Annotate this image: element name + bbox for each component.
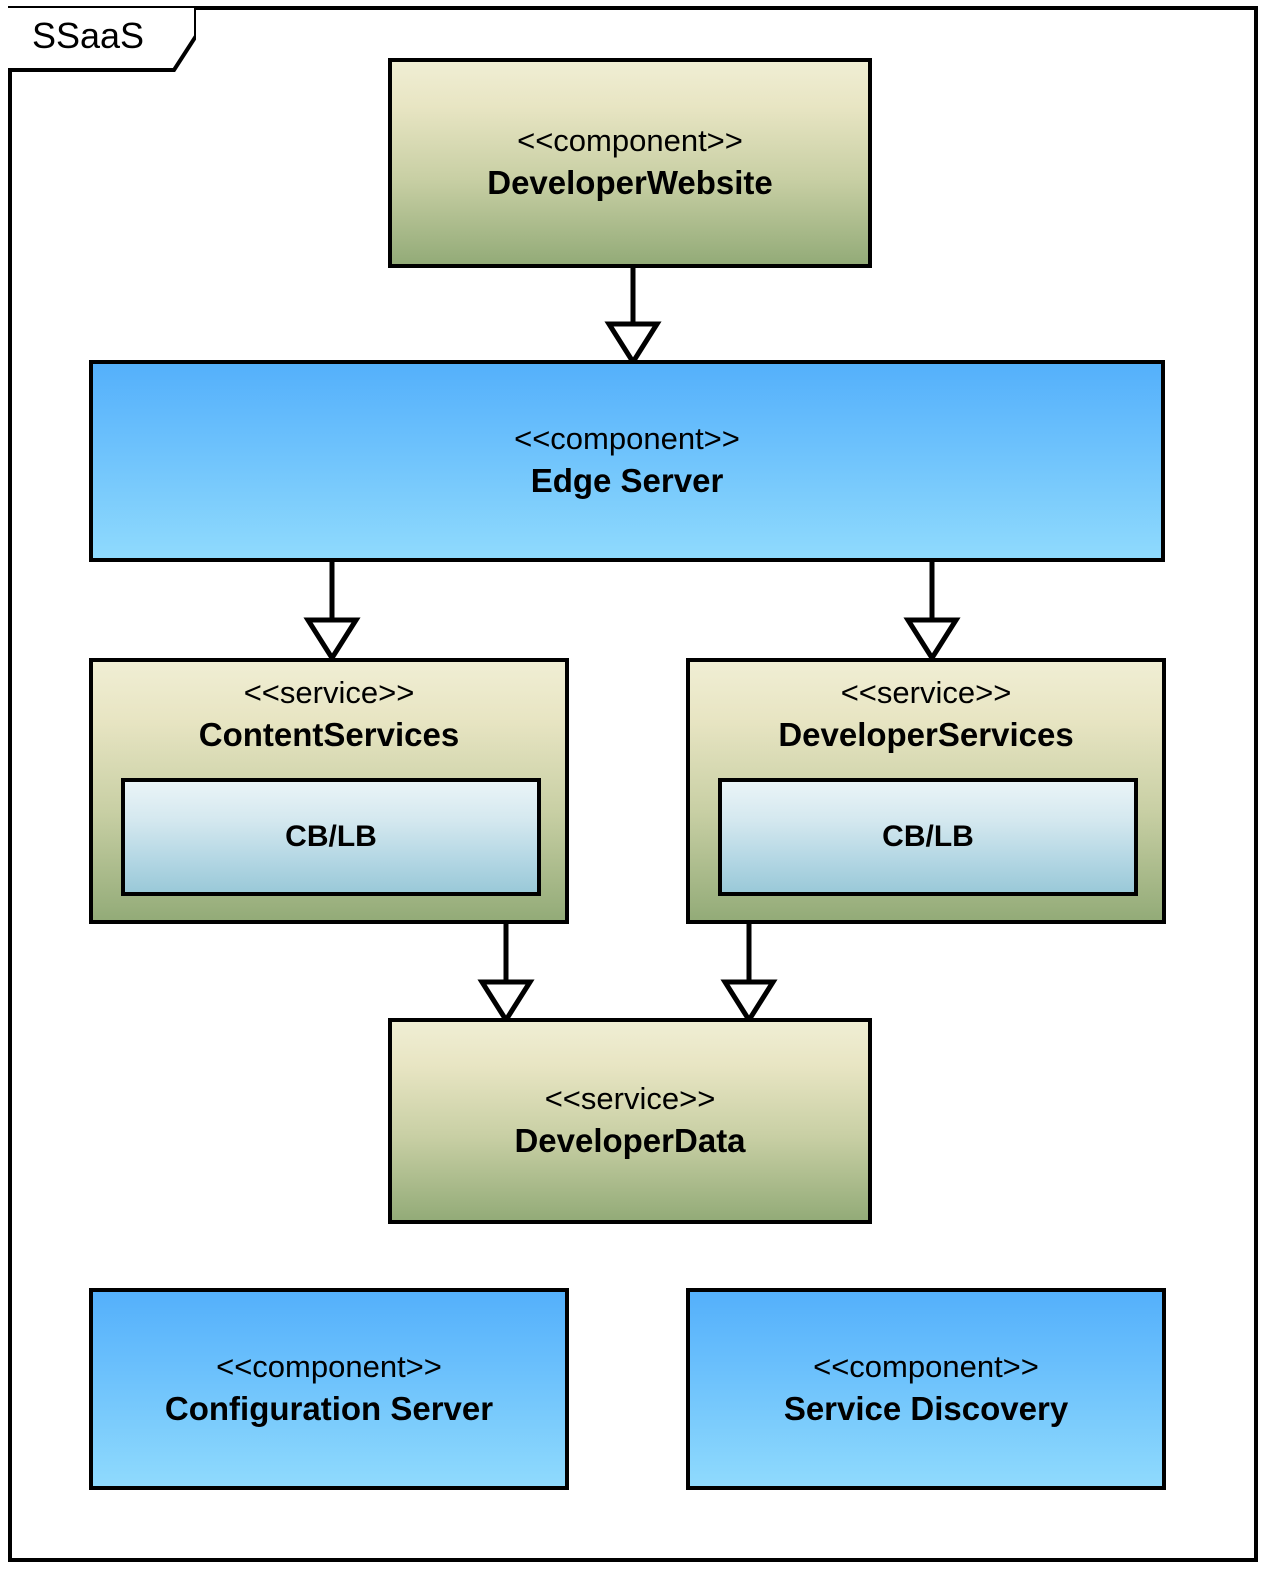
developer-services-name: DeveloperServices <box>778 715 1074 753</box>
node-configuration-server[interactable]: <<component>> Configuration Server <box>89 1288 569 1490</box>
service-discovery-name: Service Discovery <box>783 1389 1069 1427</box>
frame-label-text: SSaaS <box>31 15 145 56</box>
developer-services-cblb-box[interactable]: CB/LB <box>718 778 1138 896</box>
developer-data-name: DeveloperData <box>514 1121 746 1159</box>
frame-tab-shape <box>8 6 196 72</box>
node-developer-website[interactable]: <<component>> DeveloperWebsite <box>388 58 872 268</box>
node-edge-server[interactable]: <<component>> Edge Server <box>89 360 1165 562</box>
connector-edge-to-developer-services <box>903 560 961 663</box>
connector-edge-to-content <box>303 560 361 663</box>
developer-website-name: DeveloperWebsite <box>487 163 773 201</box>
developer-services-cblb-label: CB/LB <box>882 820 974 853</box>
node-developer-data[interactable]: <<service>> DeveloperData <box>388 1018 872 1224</box>
connector-website-to-edge <box>604 266 662 367</box>
content-services-cblb-box[interactable]: CB/LB <box>121 778 541 896</box>
edge-server-name: Edge Server <box>530 461 724 499</box>
uml-frame <box>8 6 1258 1562</box>
node-service-discovery[interactable]: <<component>> Service Discovery <box>686 1288 1166 1490</box>
frame-label-tab: SSaaS <box>8 6 196 72</box>
edge-server-stereotype: <<component>> <box>514 421 740 457</box>
developer-website-stereotype: <<component>> <box>517 123 743 159</box>
developer-data-stereotype: <<service>> <box>544 1081 716 1117</box>
node-developer-services[interactable]: <<service>> DeveloperServices CB/LB <box>686 658 1166 924</box>
content-services-cblb-label: CB/LB <box>285 820 377 853</box>
service-discovery-stereotype: <<component>> <box>813 1349 1039 1385</box>
content-services-name: ContentServices <box>198 715 460 753</box>
configuration-server-stereotype: <<component>> <box>216 1349 442 1385</box>
connector-content-to-developer-data <box>477 922 535 1025</box>
configuration-server-name: Configuration Server <box>164 1389 494 1427</box>
node-content-services[interactable]: <<service>> ContentServices CB/LB <box>89 658 569 924</box>
content-services-stereotype: <<service>> <box>243 675 415 710</box>
connector-developer-services-to-developer-data <box>720 922 778 1025</box>
developer-services-stereotype: <<service>> <box>840 675 1012 710</box>
